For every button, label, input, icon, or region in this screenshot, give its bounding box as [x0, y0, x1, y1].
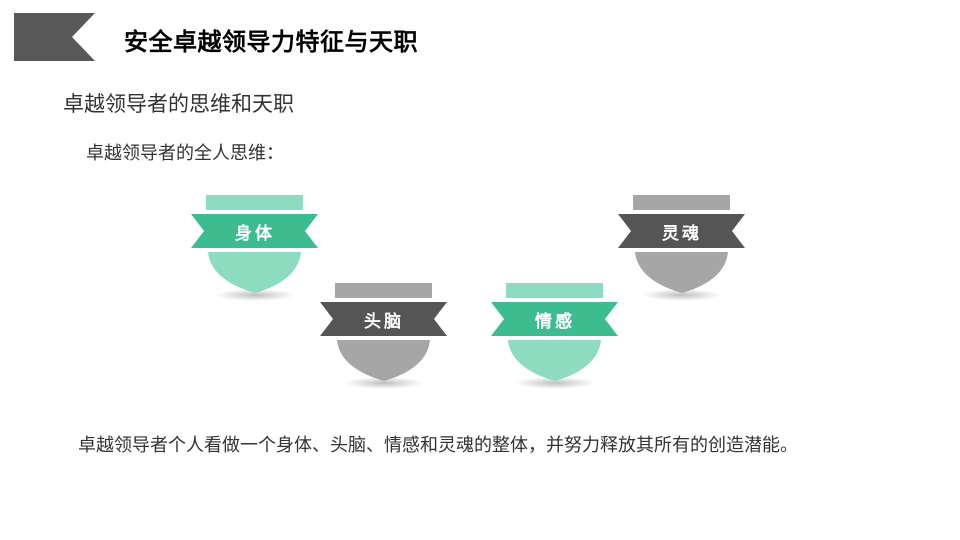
badge-ribbon — [618, 214, 745, 248]
badge-label: 灵魂 — [662, 224, 702, 244]
badge-top-bar — [206, 195, 303, 210]
title-flag-icon — [14, 13, 95, 61]
badge-ribbon — [491, 302, 618, 336]
badge-shield — [508, 340, 601, 381]
badge-shape — [618, 195, 745, 301]
badge-body: 身体 — [191, 195, 321, 305]
badge-ribbon — [320, 302, 447, 336]
summary-text: 卓越领导者个人看做一个身体、头脑、情感和灵魂的整体，并努力释放其所有的创造潜能。 — [78, 435, 798, 456]
badge-shadow — [642, 289, 722, 301]
badge-shield — [337, 340, 430, 381]
badge-shape — [491, 283, 618, 389]
badge-ribbon — [191, 214, 318, 248]
badge-emotion: 情感 — [491, 283, 621, 393]
badge-shield — [208, 252, 301, 293]
badge-label: 身体 — [235, 224, 275, 244]
badge-label: 情感 — [535, 312, 575, 332]
badge-top-bar — [335, 283, 432, 298]
badge-mind: 头脑 — [320, 283, 450, 393]
page-title: 安全卓越领导力特征与天职 — [124, 28, 418, 56]
badge-soul: 灵魂 — [618, 195, 748, 305]
badge-label: 头脑 — [364, 312, 404, 332]
badge-shadow — [344, 377, 424, 389]
badge-shield — [635, 252, 728, 293]
badge-top-bar — [506, 283, 603, 298]
badge-top-bar — [633, 195, 730, 210]
section-subtitle: 卓越领导者的思维和天职 — [63, 92, 294, 116]
badge-shadow — [215, 289, 295, 301]
badge-shape — [320, 283, 447, 389]
badge-shape — [191, 195, 318, 301]
intro-text: 卓越领导者的全人思维： — [86, 143, 284, 164]
badge-shadow — [515, 377, 595, 389]
